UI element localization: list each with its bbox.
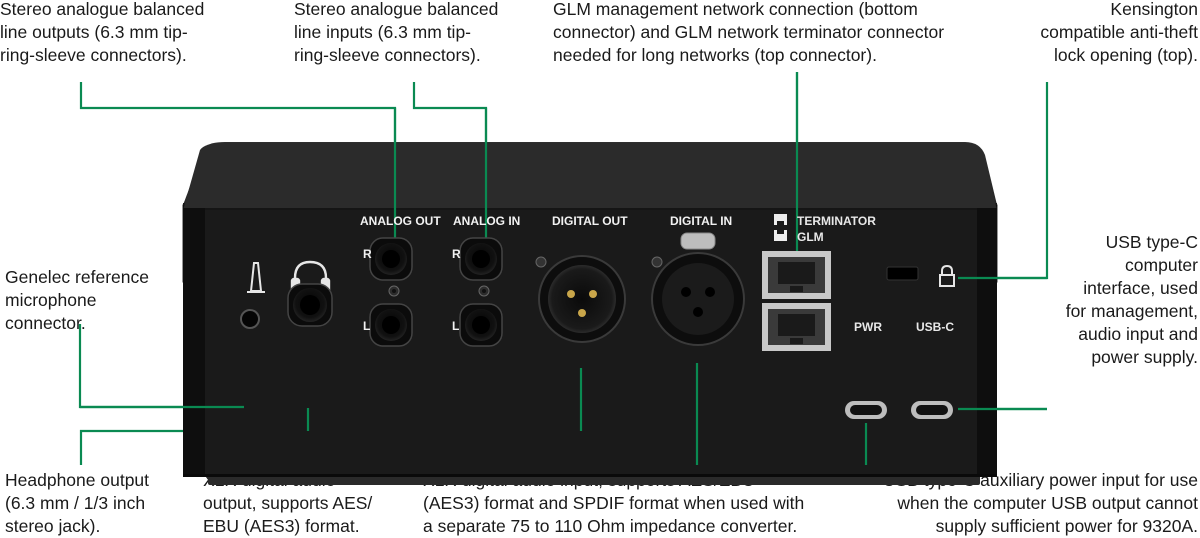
label-analog-in-r: R — [452, 247, 461, 261]
xlr-out-screw — [535, 256, 547, 268]
label-analog-in: ANALOG IN — [453, 214, 520, 228]
xlr-digital-in-connector[interactable] — [651, 232, 745, 346]
analog-in-nut — [478, 285, 490, 297]
label-analog-in-l: L — [452, 319, 459, 333]
callout-headphone: Headphone output (6.3 mm / 1/3 inch ster… — [5, 470, 150, 536]
callout-line-inputs: Stereo analogue balanced line inputs (6.… — [294, 0, 499, 65]
label-analog-out: ANALOG OUT — [360, 214, 441, 228]
device — [183, 143, 997, 477]
callout-line-outputs: Stereo analogue balanced line outputs (6… — [0, 0, 205, 65]
terminator-glm-legend: TERMINATOR GLM — [774, 214, 876, 244]
leader-lines-front — [80, 72, 1047, 465]
callout-microphone: Genelec reference microphone connector. — [5, 267, 149, 333]
microphone-jack[interactable] — [240, 309, 260, 329]
kensington-slot[interactable] — [886, 266, 919, 281]
analog-out-r-jack[interactable] — [369, 237, 413, 281]
callout-glm-network: GLM management network connection (botto… — [553, 0, 945, 65]
label-terminator: TERMINATOR — [797, 214, 876, 228]
usb-c-computer-port[interactable] — [911, 401, 953, 419]
xlr-in-screw — [651, 256, 663, 268]
xlr-digital-out-connector[interactable] — [538, 255, 626, 343]
usb-c-power-port[interactable] — [845, 401, 887, 419]
lock-icon — [939, 264, 955, 287]
label-digital-in: DIGITAL IN — [670, 214, 732, 228]
analog-in-r-jack[interactable] — [459, 237, 503, 281]
glm-terminator-port[interactable] — [762, 251, 831, 299]
analog-out-nut — [388, 285, 400, 297]
microphone-icon — [247, 262, 265, 293]
label-analog-out-l: L — [363, 319, 370, 333]
glm-network-port[interactable] — [762, 303, 831, 351]
headphone-jack[interactable] — [287, 283, 333, 327]
label-glm: GLM — [797, 230, 824, 244]
analog-out-l-jack[interactable] — [369, 303, 413, 347]
analog-in-l-jack[interactable] — [459, 303, 503, 347]
label-pwr: PWR — [854, 320, 882, 334]
callout-usb-c: USB type-C computer interface, used for … — [1065, 232, 1198, 367]
label-usb-c: USB-C — [916, 320, 954, 334]
label-analog-out-r: R — [363, 247, 372, 261]
label-digital-out: DIGITAL OUT — [552, 214, 628, 228]
callout-kensington: Kensington compatible anti-theft lock op… — [1040, 0, 1198, 65]
